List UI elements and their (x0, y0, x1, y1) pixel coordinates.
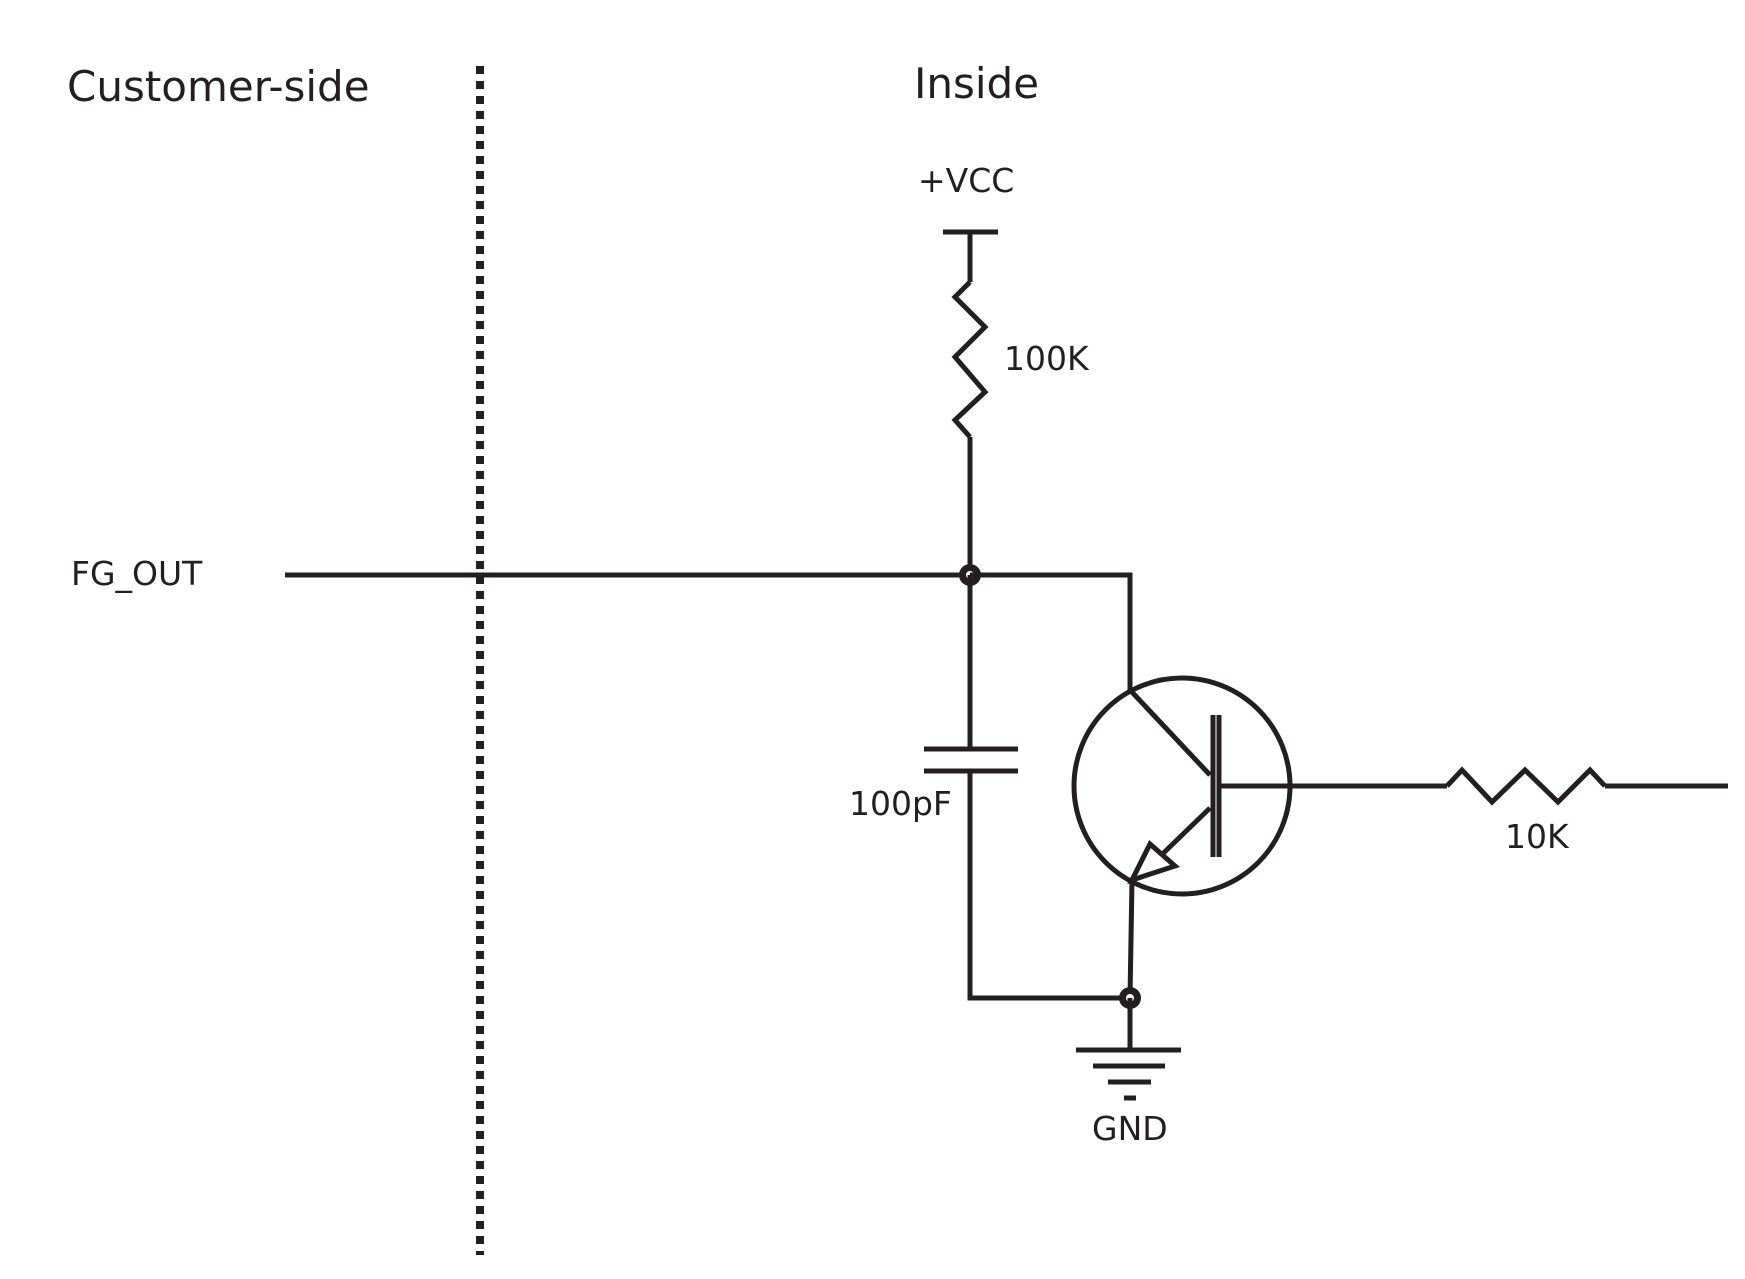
transistor-collector (1128, 688, 1212, 777)
capacitor-bottom-lead (967, 773, 1130, 1001)
vcc-label: +VCC (918, 161, 1014, 200)
inside-title: Inside (914, 59, 1039, 108)
fg-out-label: FG_OUT (71, 554, 203, 593)
gnd-label: GND (1092, 1109, 1168, 1148)
emitter-lead (1127, 879, 1135, 999)
capacitor-label: 100pF (849, 784, 952, 823)
collector-wire (970, 572, 1133, 690)
emitter-arrow-icon (1127, 839, 1180, 885)
customer-side-title: Customer-side (67, 62, 370, 111)
base-resistor-label: 10K (1505, 817, 1570, 856)
pullup-resistor-label: 100K (1004, 339, 1090, 378)
pullup-resistor (951, 280, 989, 439)
base-resistor (1445, 766, 1607, 806)
